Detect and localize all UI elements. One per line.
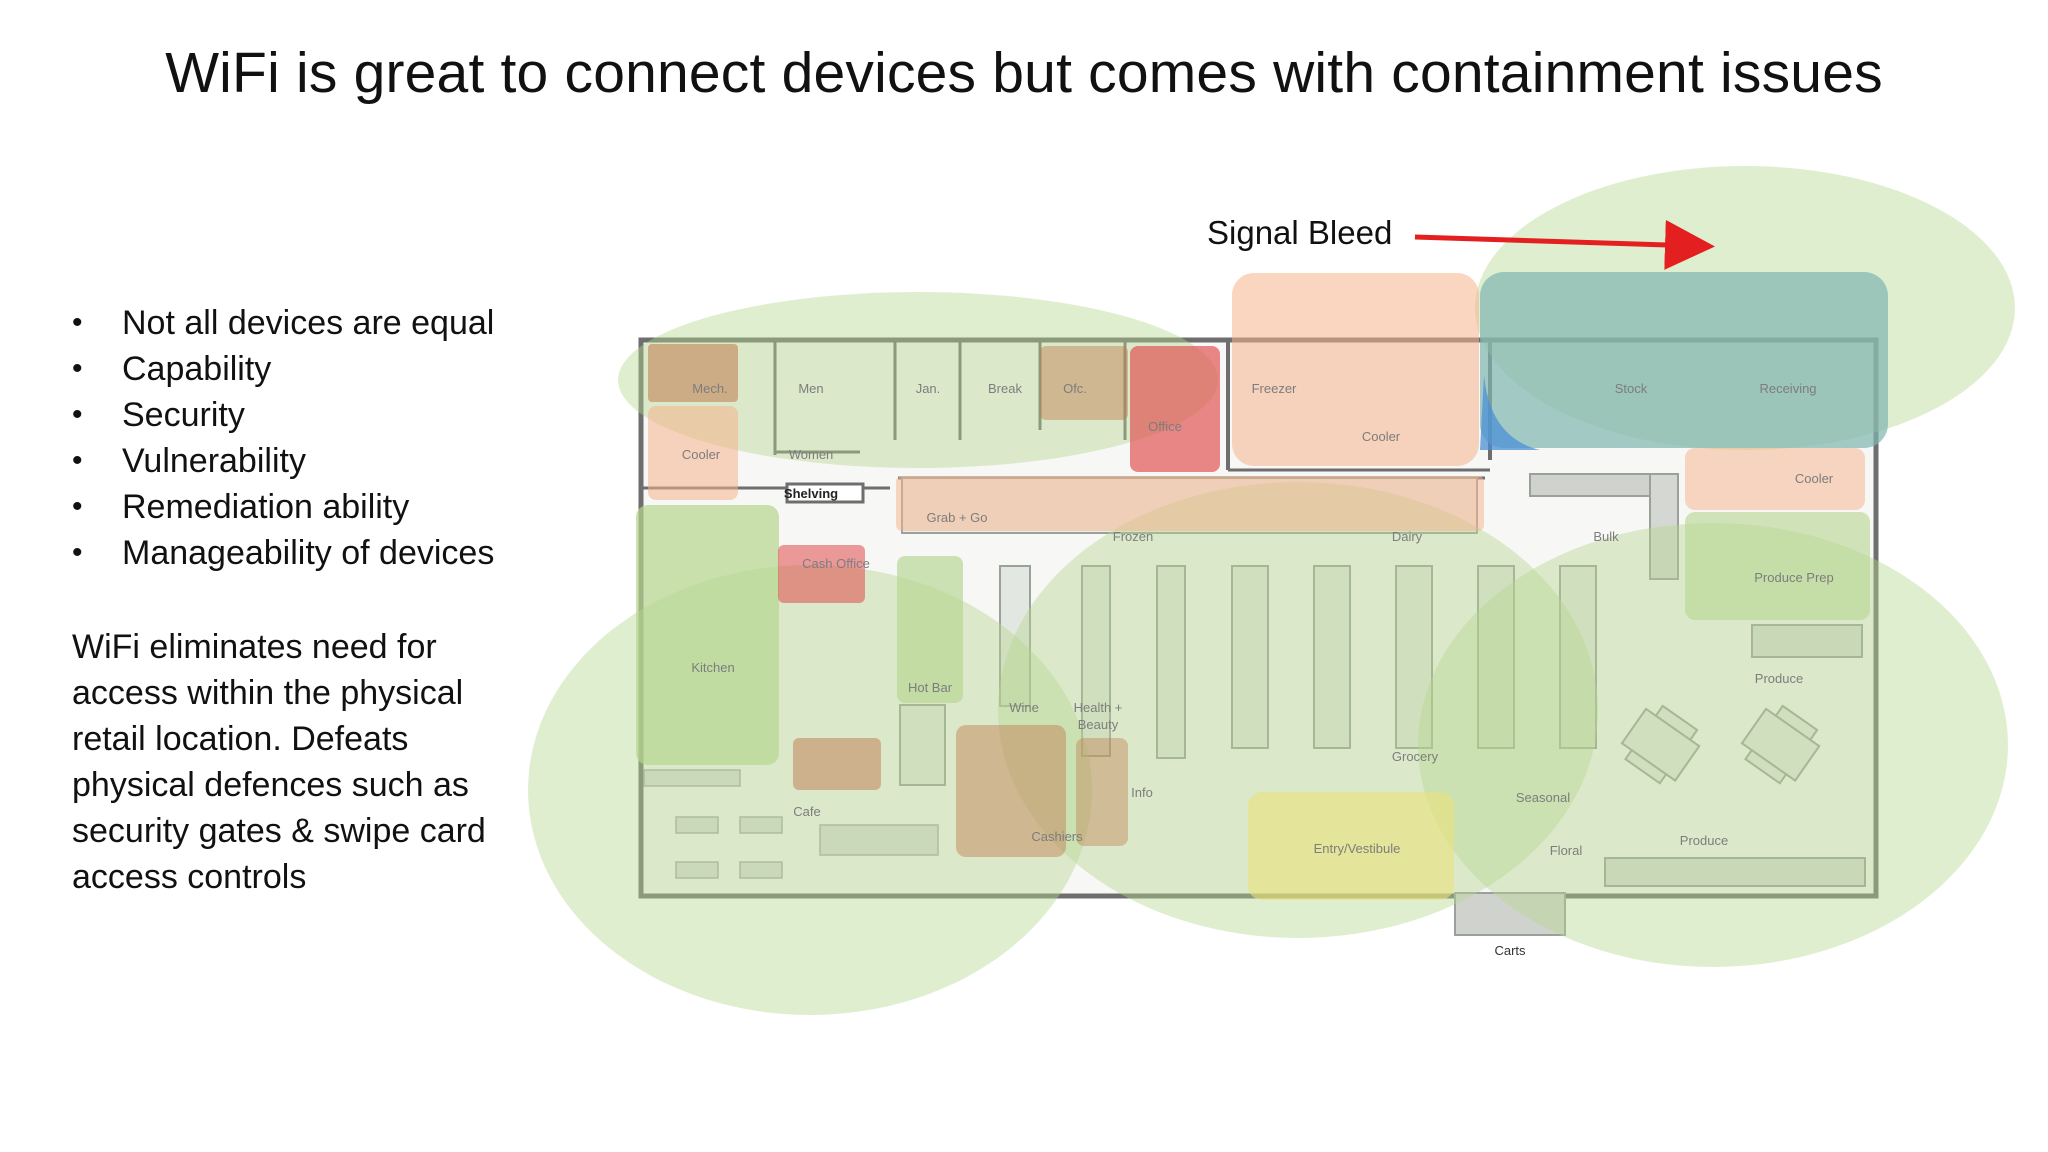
bullet-item: Capability <box>72 346 494 392</box>
overlay-blue-corner <box>1480 375 1540 450</box>
room-label: Cooler <box>1795 471 1834 486</box>
cafe-seating <box>643 769 939 879</box>
room-label: Cooler <box>1362 429 1401 444</box>
signal-bleed-label: Signal Bleed <box>1207 214 1392 251</box>
overlay-ofc <box>1040 346 1128 420</box>
overlay-hot-bar <box>897 556 963 703</box>
room-labels: Mech. Men Jan. Break Ofc. Office Freezer… <box>682 381 1834 958</box>
room-label: Entry/Vestibule <box>1314 841 1401 856</box>
room-label: Produce <box>1680 833 1728 848</box>
overlay-mech <box>648 344 738 402</box>
overlay-grab-go <box>896 476 1484 531</box>
room-label: Kitchen <box>691 660 734 675</box>
bullet-item: Vulnerability <box>72 438 494 484</box>
overlay-entry <box>1248 792 1454 900</box>
room-label: Bulk <box>1593 529 1619 544</box>
overlay-cooler-right <box>1685 448 1865 510</box>
bullet-list: Not all devices are equal Capability Sec… <box>72 300 494 576</box>
room-label: Shelving <box>784 486 838 501</box>
room-label: Frozen <box>1113 529 1153 544</box>
room-label: Office <box>1148 419 1182 434</box>
overlay-cooler-left <box>648 406 738 500</box>
room-label: Info <box>1131 785 1153 800</box>
bullet-item: Remediation ability <box>72 484 494 530</box>
overlay-freezer-cooler <box>1232 273 1479 466</box>
room-label: Mech. <box>692 381 727 396</box>
room-label: Floral <box>1550 843 1583 858</box>
room-label: Ofc. <box>1063 381 1087 396</box>
signal-bleed-arrow <box>1414 219 1715 270</box>
room-label: Women <box>789 447 834 462</box>
overlay-cash-office <box>778 545 865 603</box>
room-label: Wine <box>1009 700 1039 715</box>
overlay-office <box>1130 346 1220 472</box>
overlay-kitchen <box>636 505 779 765</box>
room-label: Health + <box>1074 700 1123 715</box>
overlay-cashiers <box>956 725 1066 857</box>
room-label: Men <box>798 381 823 396</box>
overlay-cashiers-lane <box>1076 738 1128 846</box>
bullet-item: Manageability of devices <box>72 530 494 576</box>
wifi-zone-back-office <box>618 292 1218 468</box>
room-label: Receiving <box>1759 381 1816 396</box>
room-label: Seasonal <box>1516 790 1570 805</box>
explanation-paragraph: WiFi eliminates need for access within t… <box>72 628 486 896</box>
overlay-stock-receiving <box>1480 272 1888 448</box>
wifi-zone-produce <box>1418 523 2008 967</box>
overlay-cafe-counter <box>793 738 881 790</box>
room-label: Cashiers <box>1031 829 1083 844</box>
room-label: Jan. <box>916 381 941 396</box>
room-label: Grocery <box>1392 749 1439 764</box>
room-label: Produce <box>1755 671 1803 686</box>
room-label: Dairy <box>1392 529 1423 544</box>
room-label: Freezer <box>1252 381 1297 396</box>
room-label: Grab + Go <box>926 510 987 525</box>
room-label: Stock <box>1615 381 1648 396</box>
room-label: Cafe <box>793 804 820 819</box>
room-overlays <box>636 272 1888 900</box>
signal-bleed-annotation: Signal Bleed <box>1207 214 1715 270</box>
room-label: Break <box>988 381 1022 396</box>
room-label: Produce Prep <box>1754 570 1834 585</box>
bullet-item: Security <box>72 392 494 438</box>
room-label: Cooler <box>682 447 721 462</box>
room-label: Cash Office <box>802 556 870 571</box>
room-label: Beauty <box>1078 717 1119 732</box>
bullet-item: Not all devices are equal <box>72 300 494 346</box>
slide-title: WiFi is great to connect devices but com… <box>165 41 1883 105</box>
room-label: Hot Bar <box>908 680 953 695</box>
overlay-produce-prep <box>1685 512 1870 620</box>
room-label: Carts <box>1494 943 1526 958</box>
